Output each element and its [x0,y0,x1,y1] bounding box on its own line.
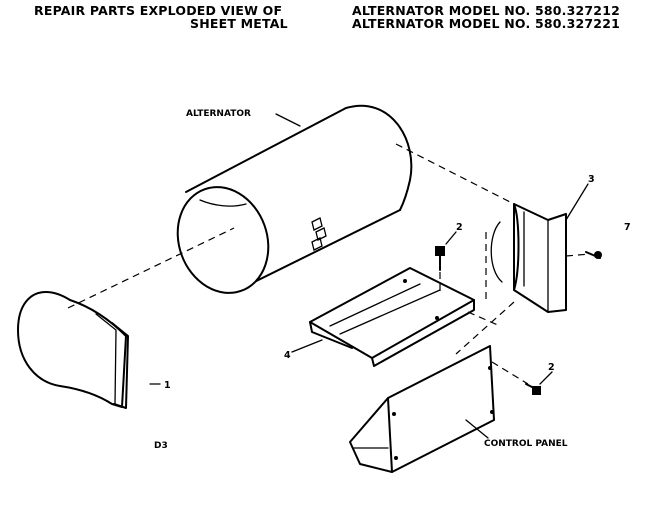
model-number-1: ALTERNATOR MODEL NO. 580.327212 [352,3,620,18]
alternator-cylinder [176,104,413,294]
part-7-label: 7 [624,222,631,233]
control-panel-label: CONTROL PANEL [484,439,568,449]
alternator-label: ALTERNATOR [186,109,251,119]
base-plate-part-4 [291,267,501,367]
screw-part-2-lower [491,361,553,395]
header-title-line1: REPAIR PARTS EXPLODED VIEW OF [34,3,283,18]
alternator-leader [275,113,301,127]
bolt-part-7 [565,251,602,259]
end-cover-part-1 [17,227,235,409]
rear-bracket-part-3 [395,143,589,355]
control-panel-leader [465,419,489,439]
part-3-label: 3 [588,174,595,185]
part-4-label: 4 [284,350,291,361]
part-1-label: 1 [164,380,171,391]
model-number-2: ALTERNATOR MODEL NO. 580.327221 [352,16,620,31]
screw-part-2-upper [435,231,457,294]
header-title-line2: SHEET METAL [190,16,288,31]
part-2-lower-label: 2 [548,362,555,373]
part-2-upper-label: 2 [456,222,463,233]
control-panel-housing [349,345,495,473]
diagram-code: D3 [154,441,168,451]
